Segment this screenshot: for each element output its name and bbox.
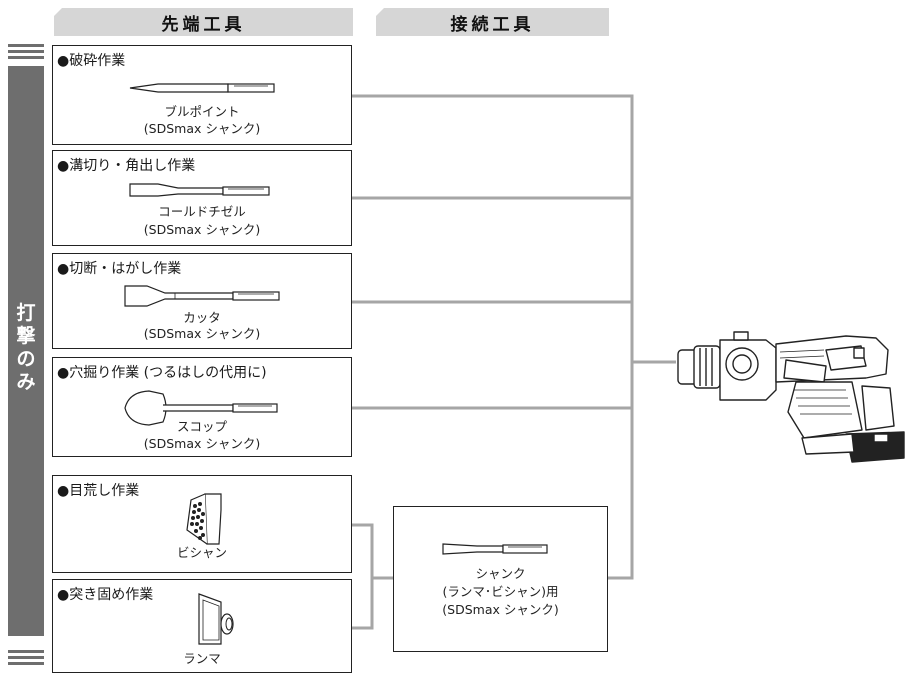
tool-shank: (SDSmax シャンク) xyxy=(143,436,261,451)
tool-shank: (SDSmax シャンク) xyxy=(143,326,261,341)
header-connection-tools: 接続工具 xyxy=(376,8,609,36)
tool-name: スコップ xyxy=(176,419,227,434)
bushing-tool-icon xyxy=(186,493,222,545)
tool-title: ●溝切り・角出し作業 xyxy=(57,158,196,174)
tool-card-bull-point: ●破砕作業 ブルポイント (SDSmax シャンク) xyxy=(52,45,352,145)
sidebar-bar xyxy=(8,66,44,636)
tool-name: コールドチゼル xyxy=(158,204,246,219)
tool-card-cold-chisel: ●溝切り・角出し作業 コールドチゼル (SDSmax シャンク) xyxy=(52,150,352,246)
shank-adapter-icon xyxy=(442,543,548,555)
connector-line2: (ランマ･ビシャン)用 xyxy=(442,584,559,599)
rammer-icon xyxy=(198,593,234,645)
cutter-icon xyxy=(124,285,280,307)
tool-title: ●目荒し作業 xyxy=(57,483,140,499)
tool-card-scoop: ●穴掘り作業 (つるはしの代用に) スコップ (SDSmax シャンク) xyxy=(52,357,352,457)
tool-shank: (SDSmax シャンク) xyxy=(143,222,261,237)
tool-name: カッタ xyxy=(183,310,221,325)
tool-title: ●穴掘り作業 (つるはしの代用に) xyxy=(57,365,267,381)
tool-title: ●破砕作業 xyxy=(57,53,126,69)
scoop-icon xyxy=(124,390,278,426)
tool-title: ●切断・はがし作業 xyxy=(57,261,182,277)
tool-name: ビシャン xyxy=(176,545,227,560)
tool-card-bushing: ●目荒し作業 ビシャン xyxy=(52,475,352,573)
hammer-drill-icon xyxy=(677,331,905,463)
cold-chisel-icon xyxy=(129,183,270,197)
bull-point-icon xyxy=(129,83,275,93)
tool-name: ランマ xyxy=(183,651,221,666)
header-tip-tools: 先端工具 xyxy=(54,8,353,36)
sidebar-stripes-bottom xyxy=(8,650,44,668)
connector-line3: (SDSmax シャンク) xyxy=(442,602,559,617)
sidebar-label: 打撃のみ xyxy=(16,302,36,393)
tool-title: ●突き固め作業 xyxy=(57,587,154,603)
tool-name: ブルポイント xyxy=(164,104,240,119)
sidebar-impact-only: 打撃のみ xyxy=(8,44,44,669)
sidebar-stripes-top xyxy=(8,44,44,62)
tool-card-cutter: ●切断・はがし作業 カッタ (SDSmax シャンク) xyxy=(52,253,352,349)
tool-card-rammer: ●突き固め作業 ランマ xyxy=(52,579,352,673)
connector-caption: シャンク (ランマ･ビシャン)用 (SDSmax シャンク) xyxy=(394,565,607,619)
connector-line1: シャンク xyxy=(475,566,526,581)
connector-shank-card: シャンク (ランマ･ビシャン)用 (SDSmax シャンク) xyxy=(393,506,608,652)
tool-shank: (SDSmax シャンク) xyxy=(143,121,261,136)
